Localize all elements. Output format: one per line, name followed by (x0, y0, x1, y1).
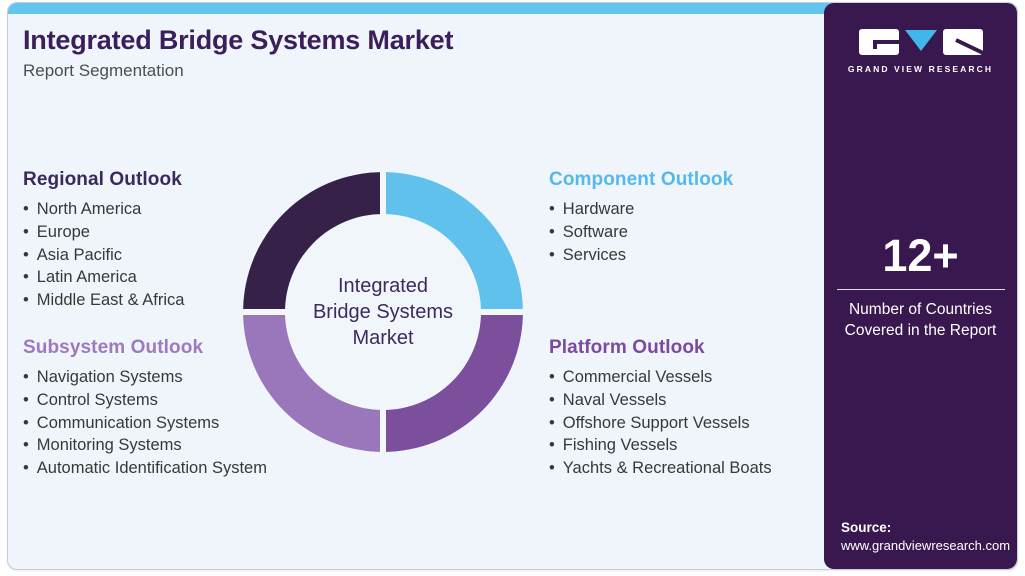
stat-value: 12+ (882, 230, 959, 281)
source-url: www.grandviewresearch.com (841, 538, 1011, 553)
section-platform-outlook: Platform Outlook Commercial VesselsNaval… (549, 337, 849, 480)
donut-center: Integrated Bridge Systems Market (285, 214, 481, 410)
list-item: Hardware (549, 198, 849, 221)
section-list: North AmericaEuropeAsia PacificLatin Ame… (23, 198, 323, 312)
gvr-logo-icon (858, 29, 983, 55)
list-item: Fishing Vessels (549, 434, 849, 457)
source-block: Source: www.grandviewresearch.com (841, 520, 1010, 553)
list-item: Control Systems (23, 389, 323, 412)
stat-label: Number of Countries Covered in the Repor… (844, 301, 997, 339)
list-item: Europe (23, 221, 323, 244)
report-card: Integrated Bridge Systems Market Report … (7, 2, 1018, 570)
brand-name: GRAND VIEW RESEARCH (847, 64, 994, 74)
donut-chart: Integrated Bridge Systems Market (243, 172, 523, 452)
list-item: North America (23, 198, 323, 221)
section-list: Commercial VesselsNaval VesselsOffshore … (549, 366, 849, 480)
sidebar: GRAND VIEW RESEARCH 12+ Number of Countr… (824, 3, 1017, 569)
section-heading: Component Outlook (549, 169, 734, 190)
section-heading: Regional Outlook (23, 169, 182, 190)
list-item: Asia Pacific (23, 244, 323, 267)
section-list: Navigation SystemsControl SystemsCommuni… (23, 366, 323, 480)
section-heading: Platform Outlook (549, 337, 705, 358)
section-component-outlook: Component Outlook HardwareSoftwareServic… (549, 169, 849, 266)
section-list: HardwareSoftwareServices (549, 198, 849, 266)
brand-logo: GRAND VIEW RESEARCH (824, 29, 1017, 74)
section-heading: Subsystem Outlook (23, 337, 204, 358)
header: Integrated Bridge Systems Market Report … (23, 25, 453, 81)
list-item: Communication Systems (23, 412, 323, 435)
stat-divider (836, 289, 1005, 290)
top-accent-bar (8, 3, 1017, 14)
list-item: Navigation Systems (23, 366, 323, 389)
source-label: Source: (841, 520, 892, 535)
section-regional-outlook: Regional Outlook North AmericaEuropeAsia… (23, 169, 323, 312)
page-subtitle: Report Segmentation (23, 61, 184, 80)
countries-stat: 12+ Number of Countries Covered in the R… (824, 233, 1017, 341)
list-item: Offshore Support Vessels (549, 412, 849, 435)
list-item: Automatic Identification System (23, 457, 323, 480)
list-item: Middle East & Africa (23, 289, 323, 312)
list-item: Yachts & Recreational Boats (549, 457, 849, 480)
list-item: Monitoring Systems (23, 434, 323, 457)
section-subsystem-outlook: Subsystem Outlook Navigation SystemsCont… (23, 337, 323, 480)
list-item: Commercial Vessels (549, 366, 849, 389)
donut-center-label: Integrated Bridge Systems Market (312, 275, 454, 349)
page-title: Integrated Bridge Systems Market (23, 25, 454, 55)
list-item: Software (549, 221, 849, 244)
list-item: Services (549, 244, 849, 267)
list-item: Naval Vessels (549, 389, 849, 412)
list-item: Latin America (23, 266, 323, 289)
